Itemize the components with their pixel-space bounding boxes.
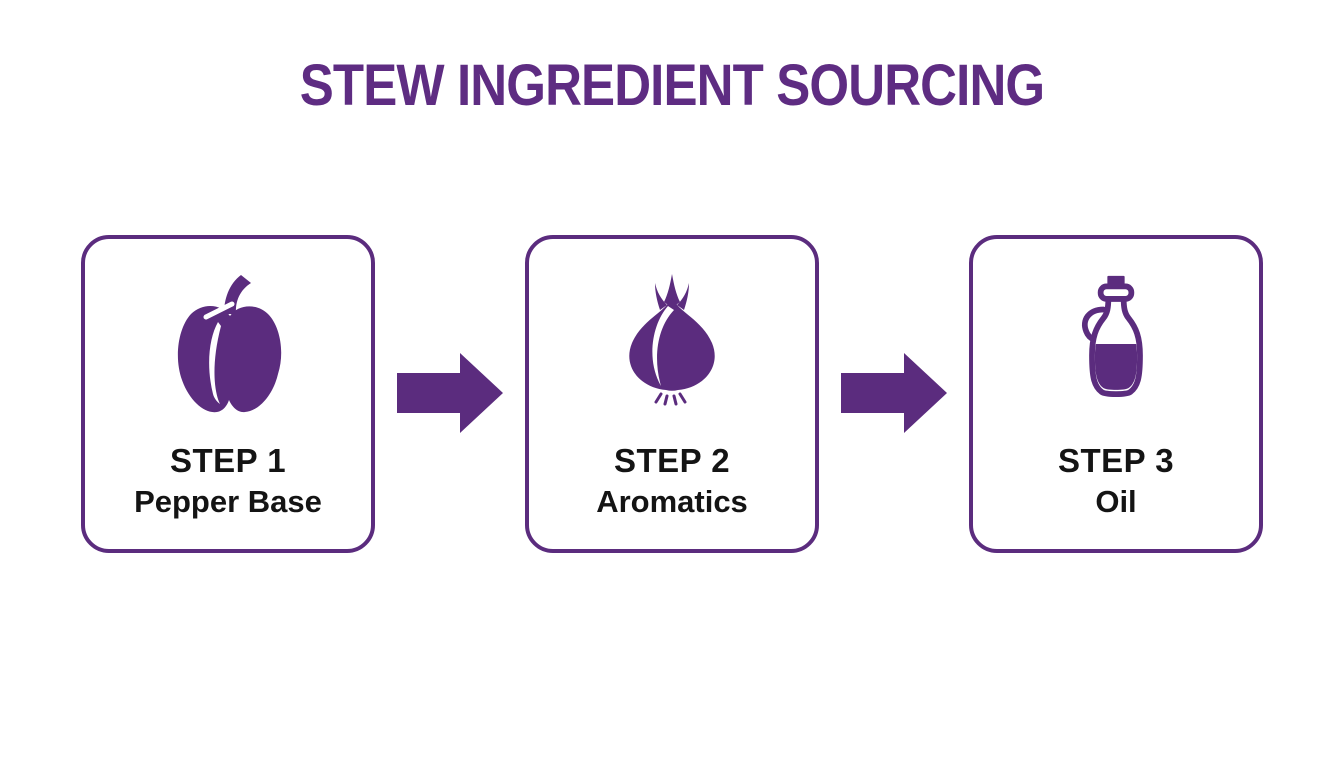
step-box-aromatics: STEP 2 Aromatics <box>525 235 819 553</box>
bell-pepper-icon <box>173 269 283 419</box>
process-flow: STEP 1 Pepper Base <box>0 235 1344 553</box>
step-box-oil: STEP 3 Oil <box>969 235 1263 553</box>
step-number-label: STEP 2 <box>613 442 731 479</box>
arrow-right-icon <box>819 235 969 433</box>
step-name-label: Oil <box>1095 483 1137 519</box>
step-name-label: Pepper Base <box>134 483 322 519</box>
step-box-pepper-base: STEP 1 Pepper Base <box>81 235 375 553</box>
oil-bottle-icon <box>1066 269 1166 419</box>
step-name-label: Aromatics <box>596 483 748 519</box>
diagram-title: STEW INGREDIENT SOURCING <box>299 53 1045 118</box>
arrow-right-icon <box>375 235 525 433</box>
onion-icon <box>617 269 727 419</box>
step-number-label: STEP 3 <box>1057 442 1175 479</box>
step-number-label: STEP 1 <box>169 442 287 479</box>
